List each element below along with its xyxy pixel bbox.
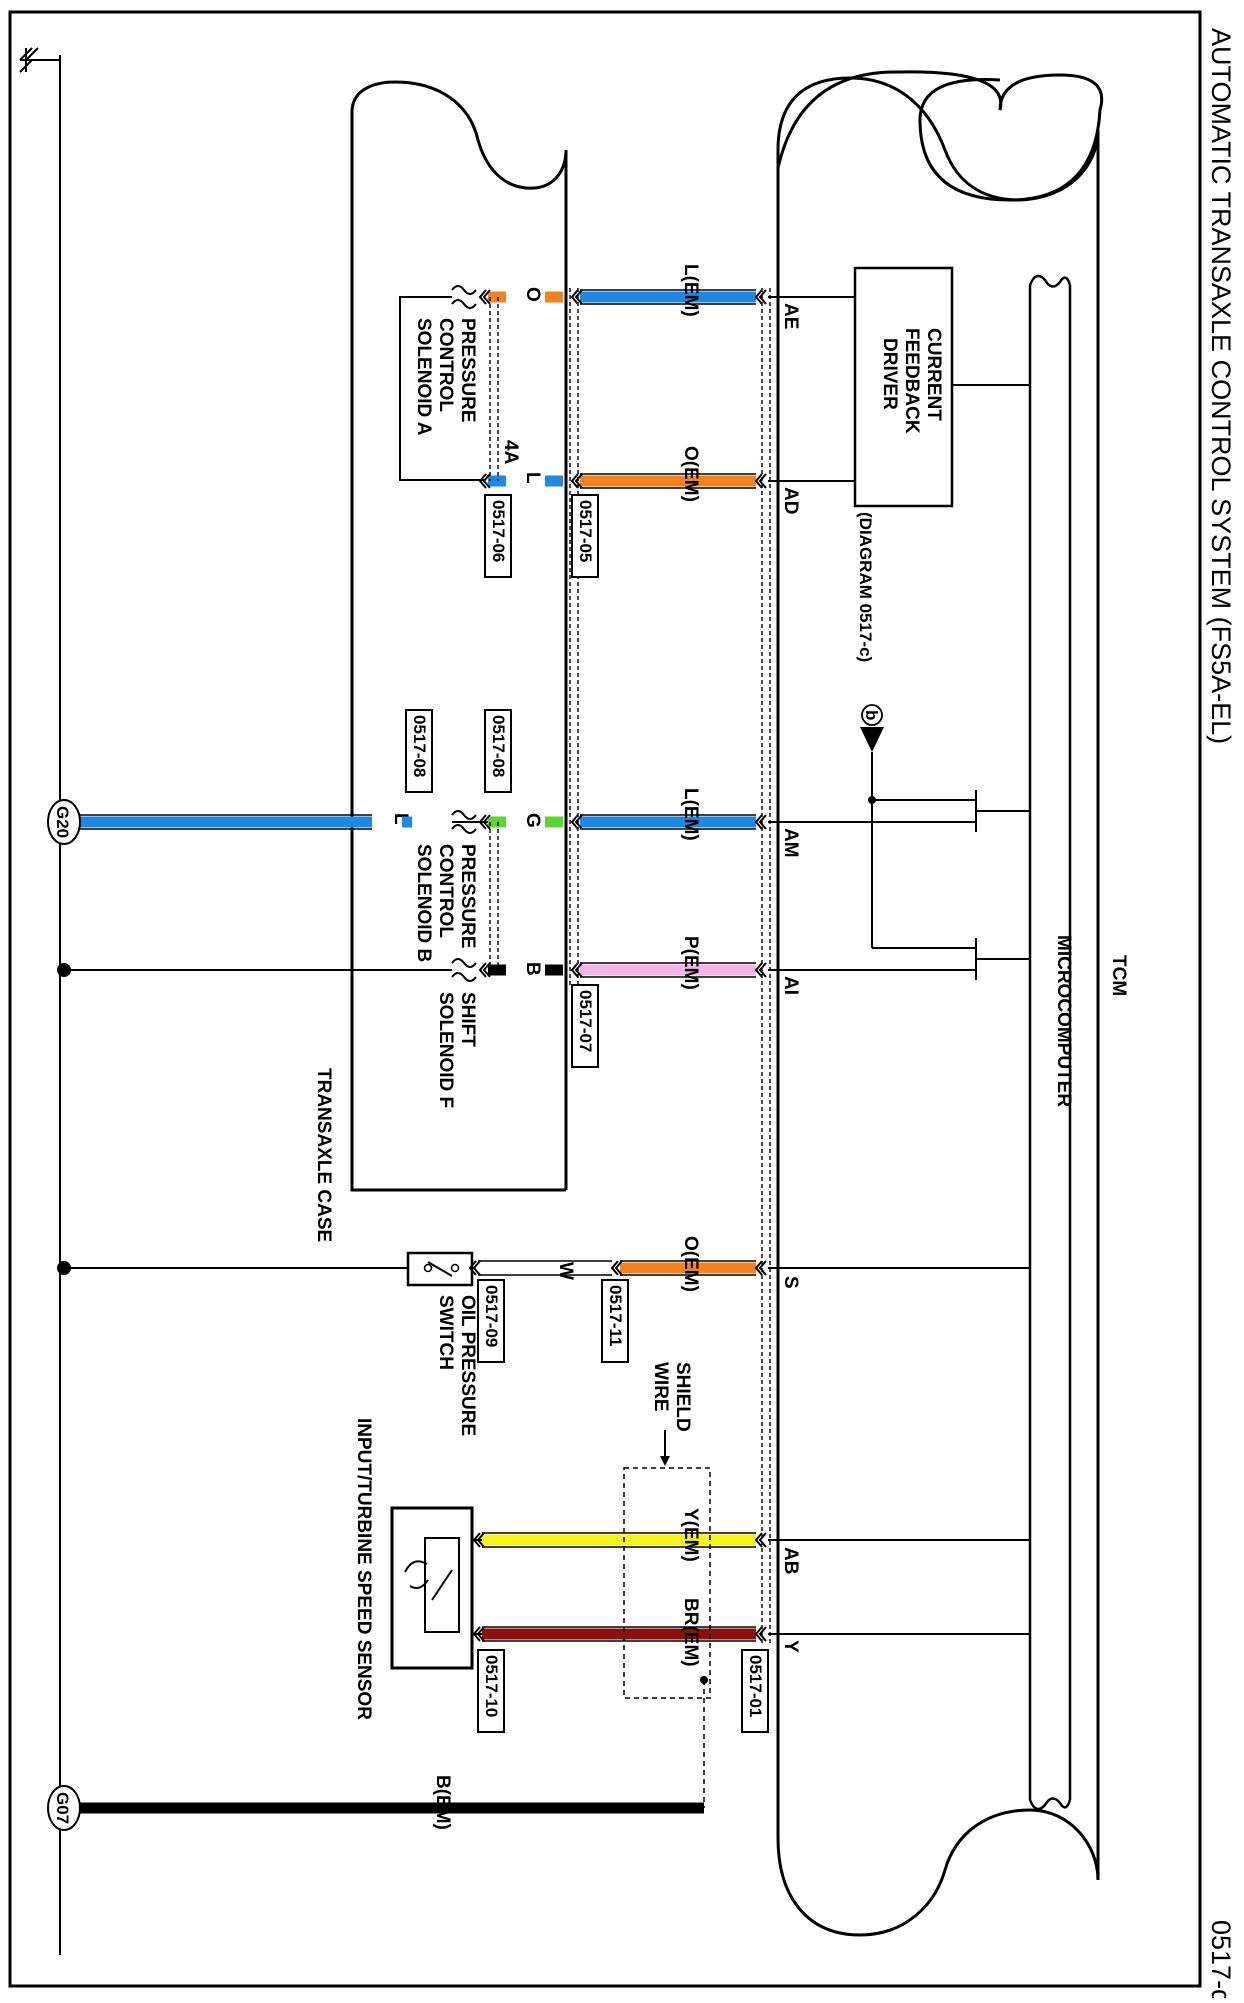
diagram-ref: (DIAGRAM 0517-c) [856,512,875,662]
terminal-ab: AB [780,1547,801,1574]
terminal-y: Y [780,1640,801,1653]
tcm-outline-top [776,70,1103,1835]
connector-0517-08-b: 0517-08 [410,715,429,777]
harness-shield-lines [489,288,579,985]
oil-switch-line2: SWITCH [435,1295,456,1370]
ground-symbol [19,47,60,73]
wire-label-w: W [555,1262,576,1280]
svg-text:G20: G20 [53,806,72,838]
wire-label-ai: P(EM) [680,936,701,990]
terminal-am: AM [780,828,801,858]
solenoid-f-line1: SHIFT [457,992,478,1047]
connector-0517-05: 0517-05 [576,500,595,562]
transistor-am [945,790,1030,832]
transaxle-case [350,80,568,1192]
connector-0517-09: 0517-09 [482,1285,501,1347]
pin-4a: 4A [500,440,521,465]
ground-g20: G20 [47,799,81,845]
pin-b: B [522,962,543,976]
driver-line-3: DRIVER [879,338,900,410]
solenoid-f-line2: SOLENOID F [435,992,456,1108]
shield-box [623,1467,711,1699]
terminal-ae: AE [780,303,801,329]
driver-line-2: FEEDBACK [901,328,922,434]
pin-l: L [522,472,543,484]
connector-0517-10: 0517-10 [482,1655,501,1717]
current-feedback-driver [853,266,954,508]
shield-label-1: SHIELD [672,1362,693,1432]
wire-label-ground: B(EM) [432,1775,453,1830]
terminal-ad: AD [780,487,801,514]
page-border [8,10,1202,1988]
solenoid-a-line3: SOLENOID A [413,318,434,436]
splice-oil [57,1261,71,1275]
page-code: 0517-d [1206,1920,1236,1998]
wire-label-ad: O(EM) [680,446,701,502]
pin-g: G [522,813,543,828]
ref-arrow [860,727,884,752]
connector-0517-07: 0517-07 [576,990,595,1052]
solenoid-b-coil [451,810,477,834]
oil-switch-line1: OIL PRESSURE [457,1295,478,1436]
pin-o: O [522,287,543,302]
driver-line-1: CURRENT [923,328,944,421]
solenoid-a-frame [399,296,485,481]
connector-chevrons [468,289,767,1642]
connector-0517-11: 0517-11 [606,1285,625,1346]
shield-label-2: WIRE [650,1362,671,1412]
transaxle-case-label: TRANSAXLE CASE [313,1068,334,1242]
wire-label-y: BR(EM) [680,1598,701,1667]
terminal-s: S [780,1276,801,1289]
transistor-ai [945,938,1030,980]
tcm-shield-lines [761,288,771,1645]
microcomputer-label: MICROCOMPUTER [1053,935,1074,1107]
svg-text:G07: G07 [53,1792,72,1824]
solenoid-f-coil [451,958,477,982]
solenoid-a-line1: PRESSURE [457,318,478,423]
solenoid-a-coil [451,285,477,309]
ref-circle [861,704,883,726]
solenoid-b-line1: PRESSURE [457,844,478,949]
solenoid-b-line2: CONTROL [435,844,456,938]
connector-0517-08-a: 0517-08 [489,715,508,777]
connector-boxes [405,494,769,1733]
wire-label-ae: L(EM) [680,264,701,317]
diagram-title: AUTOMATIC TRANSAXLE CONTROL SYSTEM (FS5A… [1206,28,1236,744]
splice-f [57,963,71,977]
microcomputer-bar [1028,274,1072,1811]
wire-oil-w [478,1260,612,1276]
wire-label-ab: Y(EM) [680,1508,701,1562]
ref-letter: b [862,710,881,720]
wire-label-am: L(EM) [680,788,701,841]
terminal-ai: AI [780,976,801,995]
wire-label-s: O(EM) [680,1236,701,1292]
tcm-box [776,76,1100,1937]
connector-0517-06: 0517-06 [489,500,508,562]
tcm-label: TCM [1108,955,1129,996]
speed-sensor-label: INPUT/TURBINE SPEED SENSOR [353,1418,374,1720]
ground-g07: G07 [47,1785,81,1831]
connector-0517-01: 0517-01 [746,1655,765,1717]
solenoid-b-line3: SOLENOID B [413,844,434,962]
solenoid-a-line2: CONTROL [435,318,456,412]
